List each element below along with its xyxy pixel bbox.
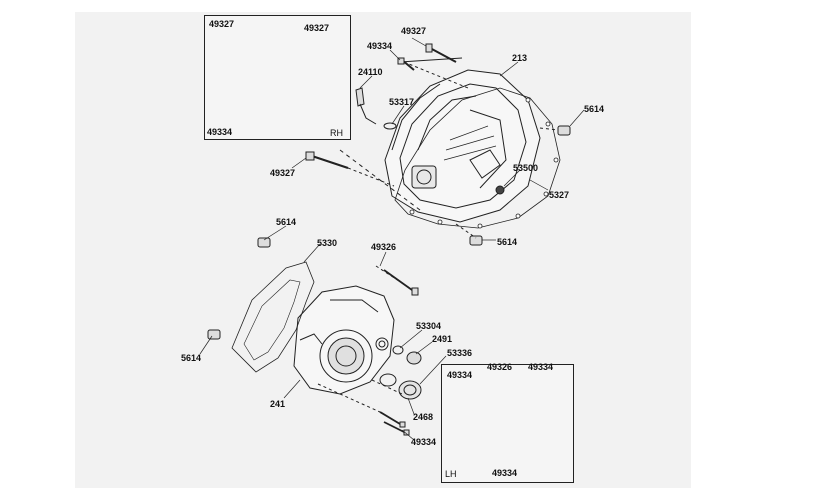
lh-inset-label-49326: 49326 <box>487 362 513 372</box>
rh-inset-tag: RH <box>330 128 343 138</box>
callout-53304: 53304 <box>416 321 442 331</box>
callout-5614-lower-left: 5614 <box>181 353 202 363</box>
callout-5614-lower: 5614 <box>497 237 518 247</box>
lh-gasket <box>231 261 315 373</box>
callout-2468: 2468 <box>413 412 434 422</box>
callout-5614-right: 5614 <box>584 104 605 114</box>
callout-49327-top: 49327 <box>401 26 427 36</box>
callout-5614-upper-left: 5614 <box>276 217 297 227</box>
callout-53336: 53336 <box>447 348 473 358</box>
callout-49334-top: 49334 <box>367 41 393 51</box>
lh-inset-label-49334-left: 49334 <box>447 370 473 380</box>
rh-inset-label-49327-right: 49327 <box>304 23 330 33</box>
callout-53317: 53317 <box>389 97 415 107</box>
callout-24110: 24110 <box>358 67 383 77</box>
rh-crankcase-cover <box>384 69 541 223</box>
lh-inset-box <box>441 364 574 483</box>
callout-49326: 49326 <box>371 242 397 252</box>
lh-inset-label-49334-bottom: 49334 <box>492 468 518 478</box>
rh-gasket <box>394 87 561 229</box>
lh-inset-tag: LH <box>445 469 457 479</box>
callout-2491: 2491 <box>432 334 453 344</box>
drawing-sheet <box>75 12 691 488</box>
rh-inset-label-49327-left: 49327 <box>209 19 235 29</box>
callout-5330: 5330 <box>317 238 338 248</box>
callout-5327: 5327 <box>549 190 570 200</box>
callout-49327-left: 49327 <box>270 168 296 178</box>
callout-49334-bottom: 49334 <box>411 437 437 447</box>
callout-213: 213 <box>512 53 528 63</box>
lh-inset-label-49334-right: 49334 <box>528 362 554 372</box>
lh-cover <box>293 285 395 395</box>
callout-241: 241 <box>270 399 286 409</box>
callout-53500: 53500 <box>513 163 539 173</box>
rh-inset-label-49334: 49334 <box>207 127 233 137</box>
rh-inset-box <box>204 15 351 140</box>
